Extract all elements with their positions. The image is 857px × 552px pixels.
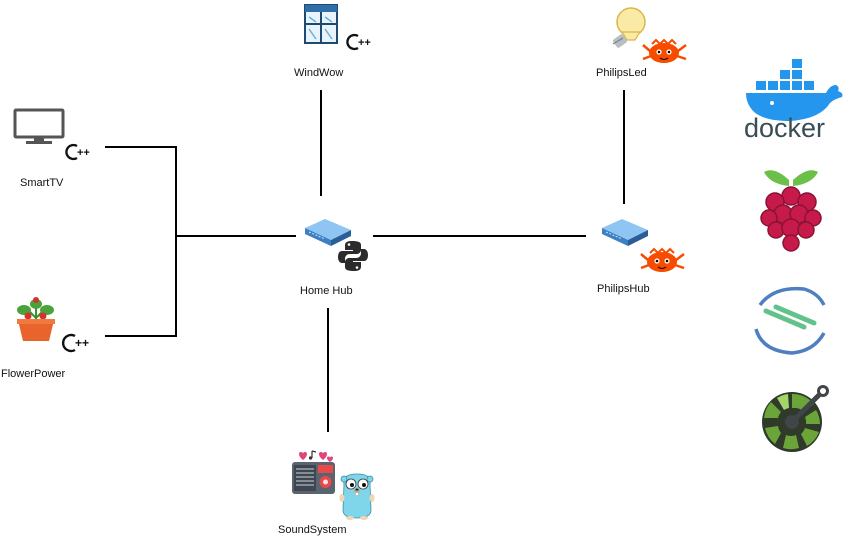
node-windwow[interactable] <box>304 4 338 49</box>
svg-text:++: ++ <box>358 37 371 49</box>
rust-crab-icon <box>642 37 688 72</box>
svg-text:++: ++ <box>75 336 89 350</box>
radio-icon <box>291 449 337 502</box>
python-logo-icon <box>338 240 368 277</box>
cpp-logo-icon: ++ <box>62 143 94 166</box>
cpp-logo-icon: ++ <box>59 333 95 358</box>
hub-device-icon <box>303 218 353 253</box>
docker-logo: docker <box>744 57 844 146</box>
openapi-logo <box>759 382 833 461</box>
node-label-smarttv: SmartTV <box>20 177 64 189</box>
rust-crab-icon <box>640 246 686 281</box>
svg-text:++: ++ <box>77 147 90 159</box>
docker-wordmark: docker <box>744 113 825 143</box>
node-label-windwow: WindWow <box>294 67 344 79</box>
node-label-homehub: Home Hub <box>300 285 353 297</box>
edge-smarttv-bus <box>105 146 177 337</box>
hub-device-icon <box>600 218 650 253</box>
node-label-philipshub: PhilipsHub <box>597 283 650 295</box>
flower-pot-icon <box>14 296 58 349</box>
swarm-logo <box>752 283 828 362</box>
go-gopher-icon <box>339 472 375 525</box>
raspberry-pi-logo <box>756 166 826 257</box>
node-label-soundsystem: SoundSystem <box>278 524 347 536</box>
lightbulb-icon <box>609 6 649 55</box>
node-label-philipsled: PhilipsLed <box>596 67 647 79</box>
cpp-logo-icon: ++ <box>343 33 375 56</box>
node-label-flowerpower: FlowerPower <box>1 368 66 380</box>
window-icon <box>304 4 338 44</box>
monitor-icon <box>13 108 66 150</box>
